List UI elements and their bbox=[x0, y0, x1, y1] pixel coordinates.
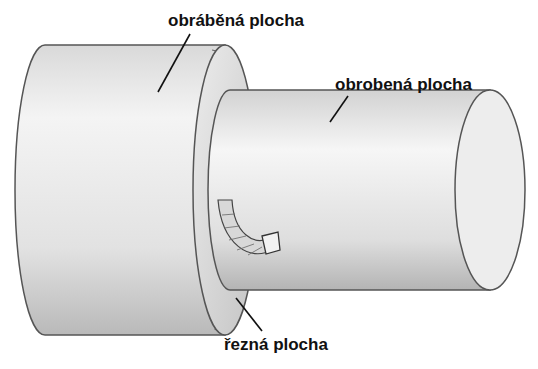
surface-label: řezná plocha bbox=[224, 336, 328, 355]
surface-label: obrobená plocha bbox=[335, 76, 472, 95]
surface-label: obráběná plocha bbox=[168, 12, 304, 31]
tool-and-chip bbox=[218, 200, 280, 255]
workpiece-small-diameter bbox=[208, 90, 525, 290]
leader-lines bbox=[158, 34, 348, 331]
